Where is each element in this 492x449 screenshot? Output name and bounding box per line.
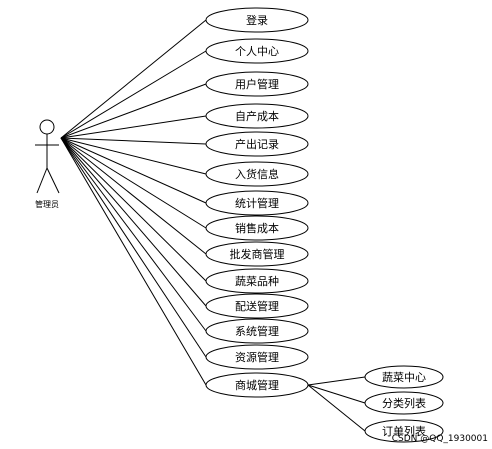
use-case-own-production-cost: 自产成本 bbox=[205, 103, 309, 129]
use-case-mall-management-label: 商城管理 bbox=[235, 378, 279, 392]
use-case-user-management-label: 用户管理 bbox=[235, 77, 279, 91]
association-user-management bbox=[60, 83, 207, 139]
sub-use-case-category-list-ellipse bbox=[364, 391, 444, 415]
sub-use-case-category-list-label: 分类列表 bbox=[382, 396, 426, 410]
use-case-resource-management: 资源管理 bbox=[205, 344, 309, 370]
use-case-mall-management-ellipse bbox=[205, 372, 309, 398]
association-mall-order-list bbox=[307, 384, 366, 432]
association-mall-vegetable-center bbox=[307, 376, 366, 386]
association-personal-center bbox=[60, 50, 207, 139]
association-sales-cost bbox=[60, 137, 207, 229]
association-wholesaler-management bbox=[60, 137, 207, 255]
use-case-system-management: 系统管理 bbox=[205, 318, 309, 344]
association-resource-management bbox=[60, 137, 207, 358]
use-case-wholesaler-management: 批发商管理 bbox=[205, 241, 309, 267]
use-case-login: 登录 bbox=[205, 7, 309, 33]
association-vegetable-varieties bbox=[60, 137, 207, 282]
use-case-sales-cost-label: 销售成本 bbox=[235, 221, 279, 235]
use-case-output-records: 产出记录 bbox=[205, 131, 309, 157]
association-own-production-cost bbox=[60, 115, 207, 139]
use-case-own-production-cost-label: 自产成本 bbox=[235, 109, 279, 123]
association-purchase-info bbox=[60, 137, 207, 175]
use-case-personal-center-ellipse bbox=[205, 38, 309, 64]
use-case-own-production-cost-ellipse bbox=[205, 103, 309, 129]
use-case-resource-management-label: 资源管理 bbox=[235, 350, 279, 364]
association-mall-management bbox=[60, 137, 207, 386]
use-case-nodes: 登录个人中心用户管理自产成本产出记录入货信息统计管理销售成本批发商管理蔬菜品种配… bbox=[205, 7, 444, 443]
use-case-purchase-info-label: 入货信息 bbox=[235, 167, 279, 181]
use-case-purchase-info: 入货信息 bbox=[205, 161, 309, 187]
use-case-output-records-ellipse bbox=[205, 131, 309, 157]
use-case-statistics-management-ellipse bbox=[205, 190, 309, 216]
use-case-output-records-label: 产出记录 bbox=[235, 137, 279, 151]
use-case-mall-management: 商城管理 bbox=[205, 372, 309, 398]
sub-use-case-vegetable-center-ellipse bbox=[364, 365, 444, 389]
use-case-purchase-info-ellipse bbox=[205, 161, 309, 187]
association-mall-category-list bbox=[307, 384, 366, 404]
use-case-resource-management-ellipse bbox=[205, 344, 309, 370]
use-case-sales-cost-ellipse bbox=[205, 215, 309, 241]
use-case-wholesaler-management-ellipse bbox=[205, 241, 309, 267]
use-case-user-management: 用户管理 bbox=[205, 71, 309, 97]
association-system-management bbox=[60, 137, 207, 332]
use-case-system-management-label: 系统管理 bbox=[235, 324, 279, 338]
sub-use-case-order-list-label: 订单列表 bbox=[382, 424, 426, 438]
actor-admin: 管理员 bbox=[35, 119, 60, 209]
use-case-delivery-management-ellipse bbox=[205, 293, 309, 319]
use-case-delivery-management: 配送管理 bbox=[205, 293, 309, 319]
association-statistics-management bbox=[60, 137, 207, 204]
use-case-personal-center: 个人中心 bbox=[205, 38, 309, 64]
sub-use-case-vegetable-center: 蔬菜中心 bbox=[364, 365, 444, 389]
use-case-personal-center-label: 个人中心 bbox=[235, 45, 279, 58]
association-lines bbox=[60, 19, 366, 432]
association-login bbox=[60, 19, 207, 139]
use-case-user-management-ellipse bbox=[205, 71, 309, 97]
use-case-login-ellipse bbox=[205, 7, 309, 33]
use-case-statistics-management-label: 统计管理 bbox=[235, 196, 279, 210]
association-output-records bbox=[60, 137, 207, 145]
use-case-statistics-management: 统计管理 bbox=[205, 190, 309, 216]
sub-use-case-order-list: 订单列表 bbox=[364, 419, 444, 443]
use-case-vegetable-varieties-ellipse bbox=[205, 268, 309, 294]
use-case-wholesaler-management-label: 批发商管理 bbox=[230, 247, 285, 261]
sub-use-case-order-list-ellipse bbox=[364, 419, 444, 443]
sub-use-case-vegetable-center-label: 蔬菜中心 bbox=[382, 371, 426, 384]
sub-use-case-category-list: 分类列表 bbox=[364, 391, 444, 415]
watermark-text: CSDN @QQ_1930001 bbox=[392, 434, 488, 444]
actor-label: 管理员 bbox=[35, 199, 59, 209]
use-case-login-label: 登录 bbox=[246, 13, 268, 27]
stick-figure-actor-icon bbox=[35, 119, 60, 194]
use-case-system-management-ellipse bbox=[205, 318, 309, 344]
use-case-delivery-management-label: 配送管理 bbox=[235, 299, 279, 313]
use-case-vegetable-varieties: 蔬菜品种 bbox=[205, 268, 309, 294]
use-case-sales-cost: 销售成本 bbox=[205, 215, 309, 241]
use-case-vegetable-varieties-label: 蔬菜品种 bbox=[235, 274, 279, 288]
association-delivery-management bbox=[60, 137, 207, 307]
